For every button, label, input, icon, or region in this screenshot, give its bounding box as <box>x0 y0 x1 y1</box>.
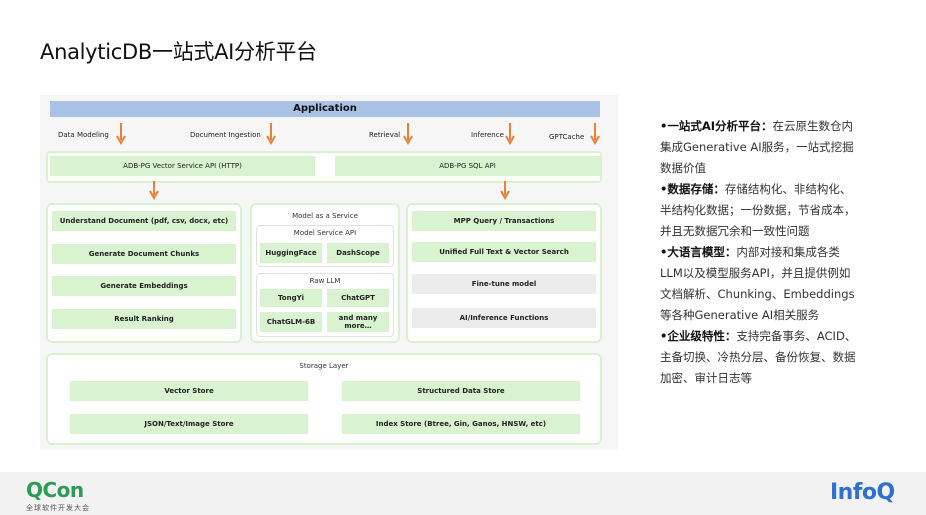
feature-list: •一站式AI分析平台：在云原生数仓内集成Generative AI服务，一站式挖… <box>660 116 860 389</box>
unified-search: Unified Full Text & Vector Search <box>412 242 596 262</box>
result-ranking: Result Ranking <box>52 309 236 329</box>
mpp-query: MPP Query / Transactions <box>412 211 596 231</box>
arrow-down-icon <box>149 181 159 203</box>
huggingface: HuggingFace <box>260 243 322 263</box>
sql-api: ADB-PG SQL API <box>335 156 600 176</box>
application-bar: Application <box>50 101 600 117</box>
architecture-diagram: Application Data Modeling Document Inges… <box>40 95 618 450</box>
tongyi: TongYi <box>260 289 322 307</box>
structured-data-store: Structured Data Store <box>342 381 580 401</box>
input-label: Retrieval <box>369 131 401 139</box>
feature-item: •大语言模型：内部对接和集成各类LLM以及模型服务API，并且提供例如文档解析、… <box>660 242 860 326</box>
understand-document: Understand Document (pdf, csv, docx, etc… <box>52 211 236 231</box>
feature-heading: •数据存储： <box>660 182 725 196</box>
feature-heading: •企业级特性： <box>660 329 737 343</box>
feature-heading: •一站式AI分析平台： <box>660 119 773 133</box>
feature-item: •企业级特性：支持完备事务、ACID、主备切换、冷热分层、备份恢复、数据加密、审… <box>660 326 860 389</box>
vector-service-api: ADB-PG Vector Service API (HTTP) <box>50 156 315 176</box>
feature-body: 支持完备事务、ACID、主备切换、冷热分层、备份恢复、数据加密、审计日志等 <box>660 329 857 385</box>
infoq-logo: InfoQ <box>830 480 895 505</box>
arrow-down-icon <box>590 123 600 145</box>
chatglm-6b: ChatGLM-6B <box>260 312 322 332</box>
model-service-api-title: Model Service API <box>293 229 357 237</box>
arrow-down-icon <box>505 123 515 145</box>
fine-tune-model: Fine-tune model <box>412 274 596 294</box>
arrow-down-icon <box>116 123 126 145</box>
dashscope: DashScope <box>327 243 389 263</box>
arrow-down-icon <box>266 123 276 145</box>
more-llms: and many more… <box>327 312 389 332</box>
generate-embeddings: Generate Embeddings <box>52 276 236 296</box>
feature-body: 存储结构化、非结构化、半结构化数据；一份数据，节省成本，并且无数据冗余和一致性问… <box>660 182 856 238</box>
feature-item: •一站式AI分析平台：在云原生数仓内集成Generative AI服务，一站式挖… <box>660 116 860 179</box>
arrow-down-icon <box>403 123 413 145</box>
storage-title: Storage Layer <box>299 362 349 370</box>
qcon-subtitle: 全球软件开发大会 <box>26 504 90 512</box>
input-label: GPTCache <box>549 133 585 141</box>
maas-title: Model as a Service <box>292 212 358 220</box>
arrow-down-icon <box>500 181 510 203</box>
feature-heading: •大语言模型： <box>660 245 737 259</box>
vector-store: Vector Store <box>70 381 308 401</box>
chatgpt: ChatGPT <box>327 289 389 307</box>
feature-body: 在云原生数仓内集成Generative AI服务，一站式挖掘数据价值 <box>660 119 854 175</box>
page-title: AnalyticDB一站式AI分析平台 <box>40 40 317 64</box>
json-text-image-store: JSON/Text/Image Store <box>70 414 308 434</box>
feature-item: •数据存储：存储结构化、非结构化、半结构化数据；一份数据，节省成本，并且无数据冗… <box>660 179 860 242</box>
feature-body: 内部对接和集成各类LLM以及模型服务API，并且提供例如文档解析、Chunkin… <box>660 245 855 322</box>
footer: QCon 全球软件开发大会 InfoQ <box>0 472 926 515</box>
input-label: Inference <box>471 131 504 139</box>
qcon-logo: QCon <box>26 478 84 502</box>
ai-inference-functions: AI/Inference Functions <box>412 308 596 328</box>
input-label: Document Ingestion <box>190 131 261 139</box>
input-label: Data Modeling <box>58 131 109 139</box>
raw-llm-title: Raw LLM <box>309 277 341 285</box>
index-store: Index Store (Btree, Gin, Ganos, HNSW, et… <box>342 414 580 434</box>
generate-chunks: Generate Document Chunks <box>52 244 236 264</box>
